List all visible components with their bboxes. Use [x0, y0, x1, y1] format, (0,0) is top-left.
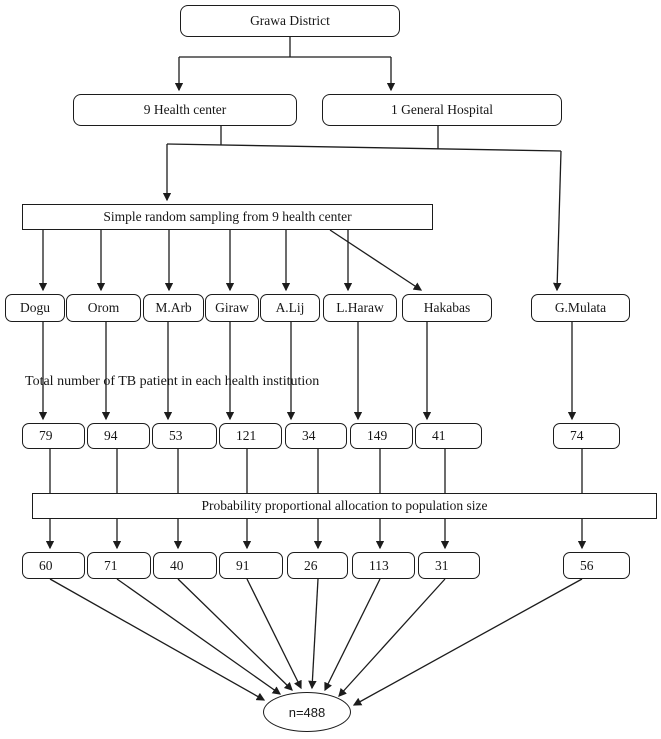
proportional-allocation-box: Probability proportional allocation to p… [32, 493, 657, 519]
tb-count-node-gmulata: 74 [553, 423, 620, 449]
tb-total-note-text: Total number of TB patient in each healt… [25, 374, 320, 389]
facility-node-hakabas: Hakabas [402, 294, 492, 322]
tb-count-node-dogu: 79 [22, 423, 85, 449]
facility-node-gmulata: G.Mulata [531, 294, 630, 322]
tb-count-node-giraw: 121 [219, 423, 282, 449]
allocated-node-giraw: 91 [219, 552, 283, 579]
allocated-node-orom: 71 [87, 552, 151, 579]
allocated-node-lharaw: 113 [352, 552, 415, 579]
health-center-node: 9 Health center [73, 94, 297, 126]
simple-random-sampling-box: Simple random sampling from 9 health cen… [22, 204, 433, 230]
allocated-node-gmulata: 56 [563, 552, 630, 579]
general-hospital-node: 1 General Hospital [322, 94, 562, 126]
total-sample-ellipse: n=488 [263, 692, 351, 732]
allocated-node-alij: 26 [287, 552, 348, 579]
allocated-node-hakabas: 31 [418, 552, 480, 579]
tb-count-node-orom: 94 [87, 423, 150, 449]
tb-count-node-hakabas: 41 [415, 423, 482, 449]
tb-count-node-alij: 34 [285, 423, 347, 449]
facility-node-alij: A.Lij [260, 294, 320, 322]
allocated-node-dogu: 60 [22, 552, 85, 579]
grawa-district-node: Grawa District [180, 5, 400, 37]
facility-node-orom: Orom [66, 294, 141, 322]
facility-node-giraw: Giraw [205, 294, 259, 322]
tb-count-node-marb: 53 [152, 423, 217, 449]
tb-count-node-lharaw: 149 [350, 423, 413, 449]
facility-node-marb: M.Arb [143, 294, 204, 322]
allocated-node-marb: 40 [153, 552, 217, 579]
facility-node-dogu: Dogu [5, 294, 65, 322]
facility-node-lharaw: L.Haraw [323, 294, 397, 322]
